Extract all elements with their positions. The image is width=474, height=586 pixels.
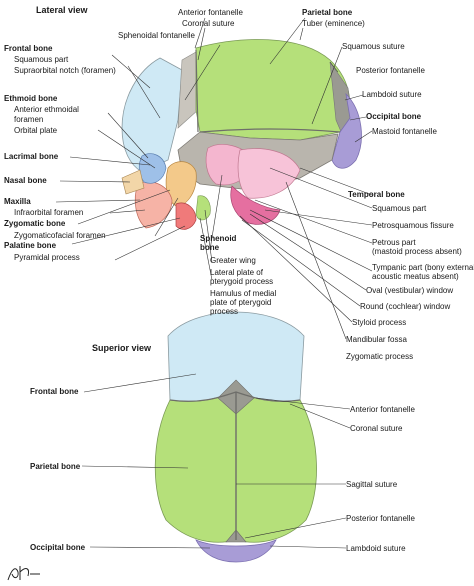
- label-orbital-plate: Orbital plate: [14, 126, 58, 135]
- superior-view-title: Superior view: [92, 343, 152, 353]
- superior-occipital-bone: [195, 539, 277, 563]
- label-greater-wing: Greater wing: [210, 256, 256, 265]
- label-anterior-fontanelle: Anterior fontanelle: [178, 8, 243, 17]
- label-tympanic-part-2: acoustic meatus absent): [372, 272, 459, 281]
- lateral-nasal-bone: [121, 169, 145, 195]
- label-infraorbital-foramen: Infraorbital foramen: [14, 208, 84, 217]
- label-superior-frontal-bone: Frontal bone: [30, 387, 79, 396]
- lateral-coronal-suture: [195, 49, 199, 133]
- label-anterior-ethmoidal-1: Anterior ethmoidal: [14, 105, 79, 114]
- label-parietal-bone: Parietal bone: [302, 8, 353, 17]
- lateral-view-title: Lateral view: [36, 5, 88, 15]
- label-hamulus-2: plate of pterygoid: [210, 298, 272, 307]
- label-sphenoidal-fontanelle: Sphenoidal fontanelle: [118, 31, 195, 40]
- label-petrous-part-1: Petrous part: [372, 238, 416, 247]
- label-superior-sagittal-suture: Sagittal suture: [346, 480, 398, 489]
- label-petrosquamous-fissure: Petrosquamous fissure: [372, 221, 454, 230]
- lateral-palatine-bone: [175, 202, 197, 230]
- label-lambdoid-suture: Lambdoid suture: [362, 90, 422, 99]
- label-hamulus-3: process: [210, 307, 239, 316]
- label-temporal-bone: Temporal bone: [348, 190, 405, 199]
- label-zygomaticofacial-foramen: Zygomaticofacial foramen: [14, 231, 106, 240]
- label-zygomatic-bone: Zygomatic bone: [4, 219, 66, 228]
- sphenoidal-fontanelle-area: [177, 51, 199, 129]
- label-mastoid-fontanelle: Mastoid fontanelle: [372, 127, 437, 136]
- label-petrous-part-2: (mastoid process absent): [372, 247, 462, 256]
- label-zygomatic-process: Zygomatic process: [346, 352, 414, 361]
- label-tuber-eminence: Tuber (eminence): [302, 19, 365, 28]
- lateral-maxilla: [134, 181, 173, 229]
- lateral-pterygoid: [195, 195, 211, 221]
- label-anterior-ethmoidal-2: foramen: [14, 115, 44, 124]
- superior-parietal-right: [235, 391, 317, 543]
- label-ethmoid-bone: Ethmoid bone: [4, 94, 58, 103]
- label-maxilla: Maxilla: [4, 197, 31, 206]
- label-sphenoid-bone-2: bone: [200, 243, 220, 252]
- lateral-parietal-bone: [195, 39, 351, 141]
- label-coronal-suture: Coronal suture: [182, 19, 235, 28]
- label-oval-window: Oval (vestibular) window: [366, 286, 454, 295]
- lateral-ethmoid-bone: [138, 153, 167, 184]
- lateral-petrous-part: [230, 185, 281, 225]
- label-superior-posterior-fontanelle: Posterior fontanelle: [346, 514, 415, 523]
- label-superior-parietal-bone: Parietal bone: [30, 462, 81, 471]
- lateral-squamous-suture: [199, 128, 341, 133]
- label-mandibular-fossa: Mandibular fossa: [346, 335, 407, 344]
- label-supraorbital-notch: Supraorbital notch (foramen): [14, 66, 116, 75]
- label-frontal-bone: Frontal bone: [4, 44, 53, 53]
- label-round-window: Round (cochlear) window: [360, 302, 451, 311]
- leader-lines: [55, 17, 373, 549]
- superior-coronal-suture: [169, 391, 301, 402]
- label-posterior-fontanelle: Posterior fontanelle: [356, 66, 425, 75]
- label-sphenoid-bone-1: Sphenoid: [200, 234, 237, 243]
- label-superior-lambdoid-suture: Lambdoid suture: [346, 544, 406, 553]
- artist-signature: [7, 566, 40, 581]
- label-lacrimal-bone: Lacrimal bone: [4, 152, 59, 161]
- label-occipital-bone: Occipital bone: [366, 112, 422, 121]
- label-lateral-plate-1: Lateral plate of: [210, 268, 263, 277]
- label-superior-coronal-suture: Coronal suture: [350, 424, 403, 433]
- label-tympanic-part-1: Tympanic part (bony external: [372, 263, 474, 272]
- superior-parietal-left: [154, 391, 237, 543]
- label-squamous-part-temporal: Squamous part: [372, 204, 427, 213]
- label-pyramidal-process: Pyramidal process: [14, 253, 80, 262]
- label-lateral-plate-2: pterygoid process: [210, 277, 274, 286]
- label-squamous-part-frontal: Squamous part: [14, 55, 69, 64]
- label-superior-anterior-fontanelle: Anterior fontanelle: [350, 405, 415, 414]
- label-palatine-bone: Palatine bone: [4, 241, 57, 250]
- label-styloid-process: Styloid process: [352, 318, 407, 327]
- label-superior-occipital-bone: Occipital bone: [30, 543, 86, 552]
- lateral-temporal-pink: [237, 148, 301, 199]
- label-nasal-bone: Nasal bone: [4, 176, 47, 185]
- label-hamulus-1: Hamulus of medial: [210, 289, 277, 298]
- label-squamous-suture: Squamous suture: [342, 42, 405, 51]
